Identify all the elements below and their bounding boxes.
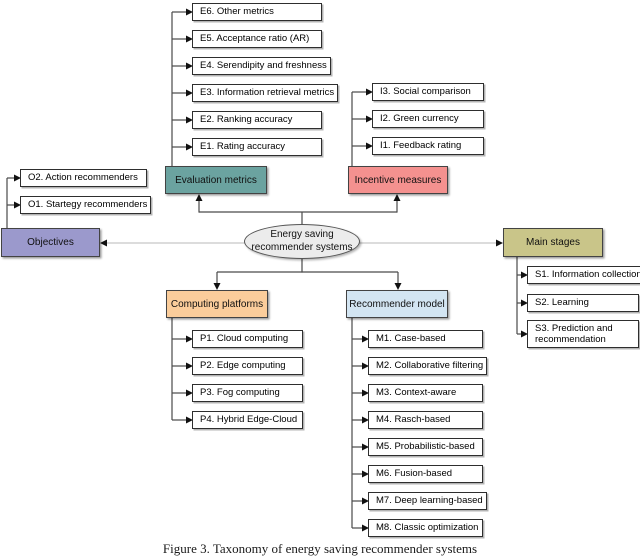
arrowhead-icon (362, 362, 369, 370)
item-stages-2: S2. Learning (527, 294, 639, 312)
item-stages-1: S1. Information collection (527, 266, 640, 284)
item-model-5: M5. Probabilistic-based (368, 438, 483, 456)
arrowhead-icon (14, 174, 21, 182)
branch-computing-platforms: Computing platforms (166, 290, 268, 318)
item-stages-3: S3. Prediction and recommendation (527, 320, 639, 348)
item-platforms-4: P4. Hybrid Edge-Cloud (192, 411, 303, 429)
arrowhead-icon (195, 194, 203, 201)
arrowhead-icon (14, 201, 21, 209)
root-node-label: Energy saving recommender systems (251, 229, 353, 253)
arrowhead-icon (393, 194, 401, 201)
arrowhead-icon (366, 115, 373, 123)
arrowhead-icon (362, 335, 369, 343)
item-objectives-1: O2. Action recommenders (20, 169, 147, 187)
item-platforms-1: P1. Cloud computing (192, 330, 303, 348)
item-evaluation-5: E2. Ranking accuracy (192, 111, 322, 129)
item-model-2: M2. Collaborative filtering (368, 357, 488, 375)
item-platforms-2: P2. Edge computing (192, 357, 303, 375)
branch-label: Main stages (526, 237, 580, 248)
item-evaluation-4: E3. Information retrieval metrics (192, 84, 339, 102)
item-evaluation-3: E4. Serendipity and freshness (192, 57, 331, 75)
arrowhead-icon (366, 88, 373, 96)
arrowhead-icon (362, 497, 369, 505)
arrowhead-icon (496, 239, 503, 247)
arrowhead-icon (362, 416, 369, 424)
branch-label: Recommender model (349, 298, 445, 310)
arrowhead-icon (362, 470, 369, 478)
arrowhead-icon (186, 89, 193, 97)
branch-incentive-measures: Incentive measures (348, 166, 448, 194)
item-objectives-2: O1. Startegy recommenders (20, 196, 152, 214)
item-evaluation-1: E6. Other metrics (192, 3, 322, 21)
item-model-7: M7. Deep learning-based (368, 492, 487, 510)
branch-label: Incentive measures (354, 174, 442, 186)
arrowhead-icon (100, 239, 107, 247)
arrowhead-icon (521, 271, 528, 279)
branch-label: Evaluation metrics (175, 174, 257, 186)
arrowhead-icon (521, 299, 528, 307)
branch-objectives: Objectives (1, 228, 100, 257)
arrowhead-icon (186, 416, 193, 424)
arrowhead-icon (186, 116, 193, 124)
arrowhead-icon (186, 335, 193, 343)
arrowhead-icon (362, 389, 369, 397)
branch-recommender-model: Recommender model (346, 290, 448, 318)
item-model-8: M8. Classic optimization (368, 519, 483, 537)
arrowhead-icon (186, 35, 193, 43)
arrowhead-icon (366, 142, 373, 150)
item-evaluation-6: E1. Rating accuracy (192, 138, 322, 156)
arrowhead-icon (186, 389, 193, 397)
arrowhead-icon (213, 283, 221, 290)
item-incentive-3: I1. Feedback rating (372, 137, 484, 155)
arrowhead-icon (394, 283, 402, 290)
branch-main-stages: Main stages (503, 228, 603, 257)
item-platforms-3: P3. Fog computing (192, 384, 303, 402)
item-evaluation-2: E5. Acceptance ratio (AR) (192, 30, 322, 48)
branch-evaluation-metrics: Evaluation metrics (165, 166, 267, 194)
branch-label: Objectives (27, 237, 74, 248)
item-incentive-1: I3. Social comparison (372, 83, 484, 101)
root-node: Energy saving recommender systems (244, 224, 360, 259)
arrowhead-icon (186, 362, 193, 370)
arrowhead-icon (186, 8, 193, 16)
arrowhead-icon (186, 143, 193, 151)
figure-caption: Figure 3. Taxonomy of energy saving reco… (162, 541, 478, 556)
arrowhead-icon (521, 330, 528, 338)
item-incentive-2: I2. Green currency (372, 110, 484, 128)
item-model-1: M1. Case-based (368, 330, 483, 348)
arrowhead-icon (362, 443, 369, 451)
branch-label: Computing platforms (170, 298, 264, 310)
item-model-6: M6. Fusion-based (368, 465, 483, 483)
arrowhead-icon (362, 524, 369, 532)
arrowhead-icon (186, 62, 193, 70)
item-model-3: M3. Context-aware (368, 384, 483, 402)
item-model-4: M4. Rasch-based (368, 411, 483, 429)
